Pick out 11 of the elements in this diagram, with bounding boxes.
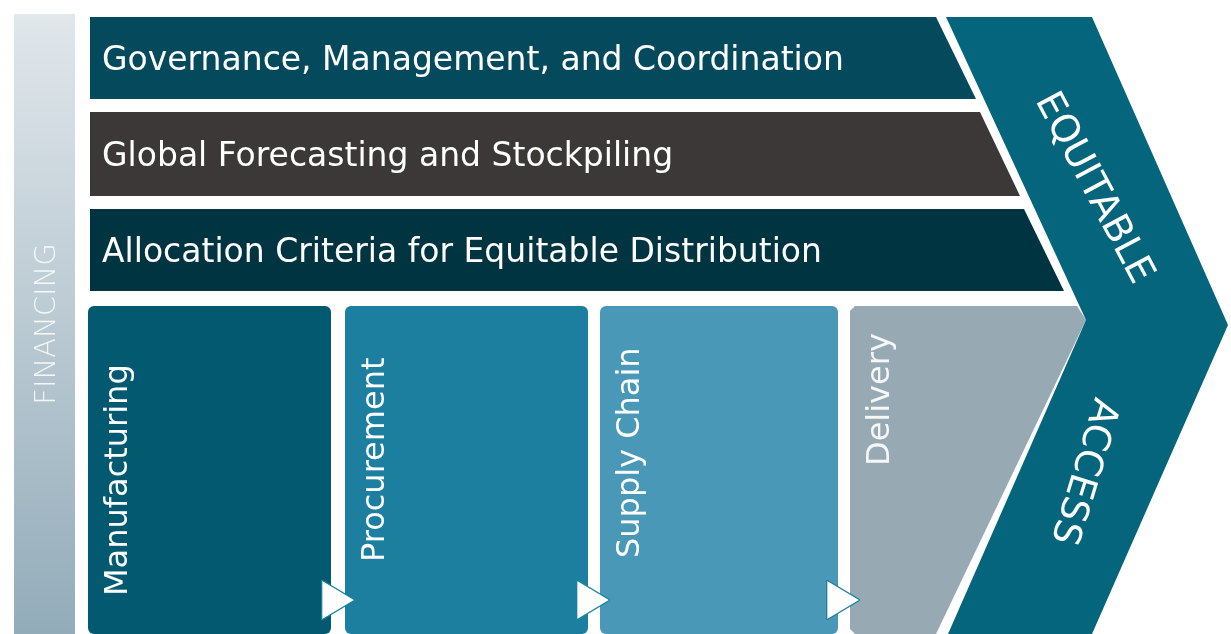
stage-label: Delivery — [862, 333, 894, 466]
band-label: Allocation Criteria for Equitable Distribution — [102, 233, 822, 267]
stage-label: Manufacturing — [100, 364, 132, 596]
band-label: Global Forecasting and Stockpiling — [102, 137, 674, 171]
flow-arrow — [826, 579, 861, 621]
flow-arrow — [321, 579, 356, 621]
band-label: Governance, Management, and Coordination — [102, 41, 844, 75]
stage-label: Procurement — [357, 357, 389, 562]
stage-label: FINANCING — [30, 243, 59, 405]
stage-label: Supply Chain — [612, 347, 644, 558]
flow-arrow — [576, 579, 611, 621]
